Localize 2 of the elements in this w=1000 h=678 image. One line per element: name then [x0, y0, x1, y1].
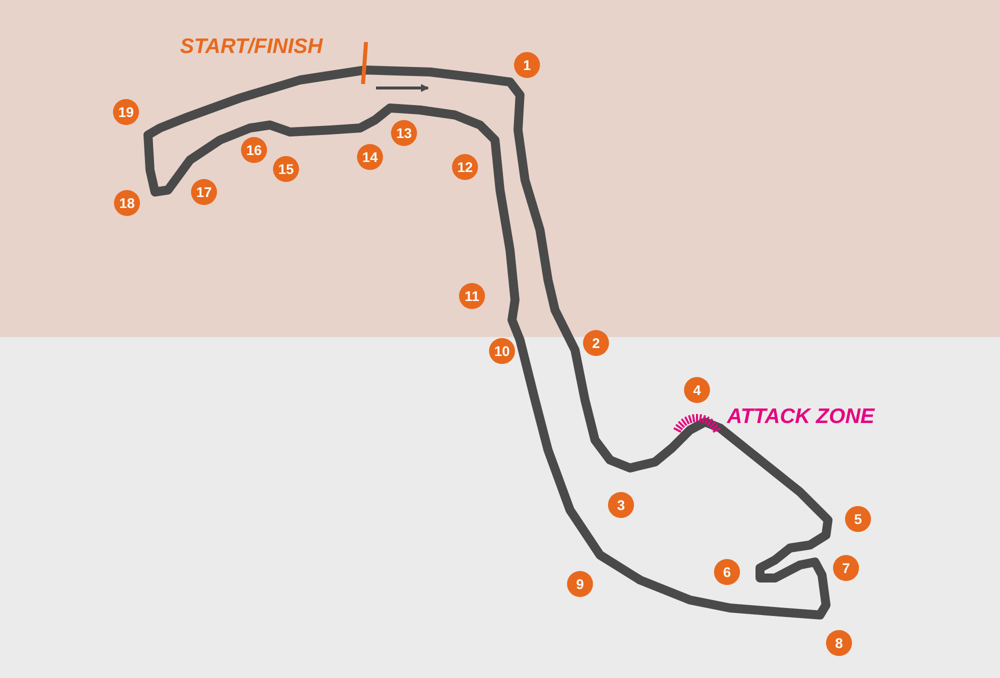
- track-label: START/FINISH: [180, 35, 323, 59]
- track-label: ATTACK ZONE: [727, 405, 874, 429]
